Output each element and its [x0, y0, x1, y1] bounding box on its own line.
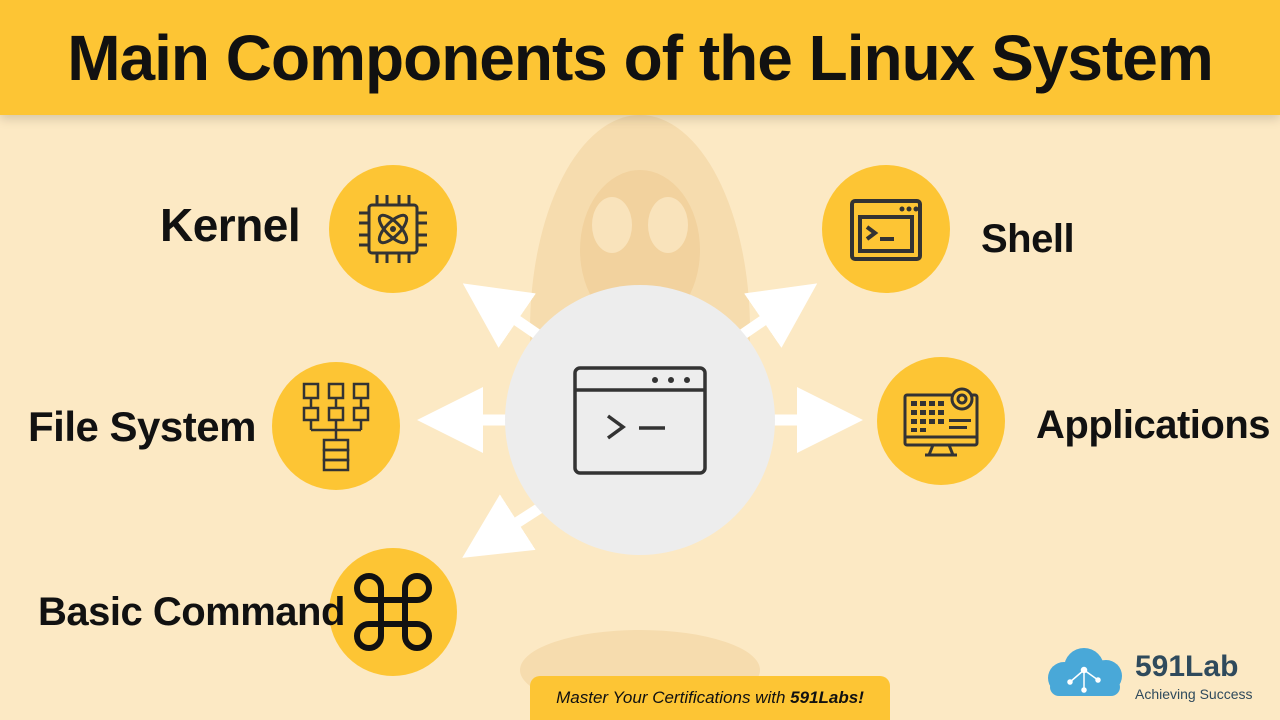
- basic-command-label: Basic Command: [38, 590, 345, 635]
- file-system-label: File System: [28, 403, 256, 451]
- command-key-icon: [329, 548, 457, 676]
- basic-command-node: [329, 548, 457, 676]
- logo-name: 591Lab: [1135, 650, 1238, 684]
- tagline-brand: 591Labs!: [790, 688, 864, 708]
- kernel-label: Kernel: [160, 198, 300, 252]
- logo-slogan: Achieving Success: [1135, 686, 1253, 702]
- file-hierarchy-icon: [272, 362, 400, 490]
- shell-label: Shell: [981, 217, 1074, 262]
- shell-node: [822, 165, 950, 293]
- tagline-text: Master Your Certifications with: [556, 688, 785, 708]
- cpu-atom-icon: [329, 165, 457, 293]
- shell-terminal-icon: [822, 165, 950, 293]
- footer-tagline: Master Your Certifications with 591Labs!: [530, 676, 890, 720]
- app-dashboard-gear-icon: [877, 357, 1005, 485]
- applications-node: [877, 357, 1005, 485]
- terminal-window-icon: [505, 285, 775, 555]
- kernel-node: [329, 165, 457, 293]
- file-system-node: [272, 362, 400, 490]
- center-circle: [505, 285, 775, 555]
- applications-label: Applications: [1036, 403, 1270, 448]
